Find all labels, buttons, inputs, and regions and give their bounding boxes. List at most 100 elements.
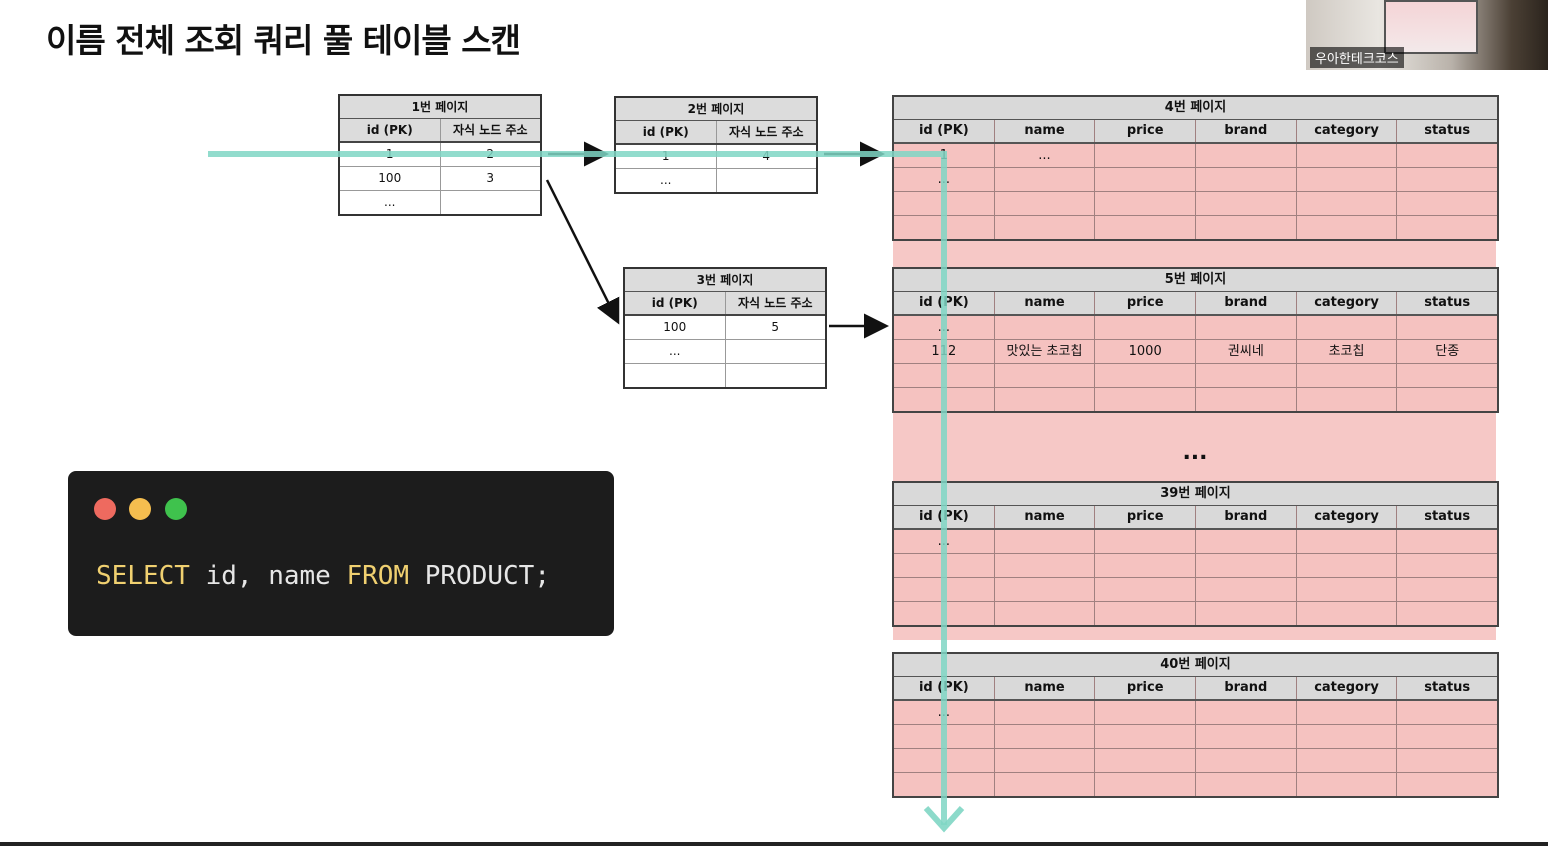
table-cell: 단종 xyxy=(1435,344,1460,359)
table-cell: ... xyxy=(340,191,441,214)
column-header: name xyxy=(995,506,1096,528)
scan-path-line xyxy=(208,151,947,825)
table-cell xyxy=(995,364,1096,387)
table-cell xyxy=(1095,554,1197,577)
table-cell: 권씨네 xyxy=(1196,340,1297,363)
table-cell xyxy=(894,554,995,577)
column-header: price xyxy=(1095,506,1197,528)
table-cell xyxy=(1297,192,1398,215)
column-header: 자식 노드 주소 xyxy=(728,125,804,139)
table-cell xyxy=(1196,144,1297,167)
table-cell xyxy=(995,773,1096,796)
table-cell xyxy=(1196,578,1297,601)
webcam-background-screen xyxy=(1384,0,1478,54)
index-page-2: 2번 페이지 id (PK) 자식 노드 주소 1 4 ... xyxy=(614,96,818,194)
table-row xyxy=(894,388,1497,411)
table-cell: 5 xyxy=(771,320,780,334)
table-cell xyxy=(1196,725,1297,748)
column-header: category xyxy=(1297,506,1398,528)
table-cell xyxy=(1095,216,1197,239)
table-cell xyxy=(995,701,1096,724)
table-row xyxy=(894,216,1497,239)
table-row xyxy=(894,578,1497,602)
page-caption: 3번 페이지 xyxy=(625,269,825,292)
table-cell xyxy=(1095,364,1197,387)
table-cell xyxy=(894,388,995,411)
close-dot-icon xyxy=(94,498,116,520)
leaf-page-39: 39번 페이지 id (PK) name price brand categor… xyxy=(892,481,1499,627)
table-cell xyxy=(995,749,1096,772)
table-cell: 3 xyxy=(486,171,495,185)
table-cell xyxy=(1095,602,1197,625)
table-cell xyxy=(1095,388,1197,411)
table-row: 112 맛있는 초코칩 1000 권씨네 초코칩 단종 xyxy=(894,340,1497,364)
maximize-dot-icon xyxy=(165,498,187,520)
leaf-page-4: 4번 페이지 id (PK) name price brand category… xyxy=(892,95,1499,241)
column-header: category xyxy=(1297,292,1398,314)
table-cell xyxy=(1095,578,1197,601)
sql-keyword: SELECT xyxy=(96,561,190,591)
table-cell: 초코칩 xyxy=(1297,340,1398,363)
column-header: id (PK) xyxy=(616,121,717,143)
table-row: ... xyxy=(625,340,825,364)
table-cell xyxy=(1095,749,1197,772)
table-cell xyxy=(1297,701,1398,724)
column-header: category xyxy=(1297,120,1398,142)
table-cell xyxy=(1297,578,1398,601)
column-header: status xyxy=(1424,295,1471,310)
table-cell xyxy=(995,168,1096,191)
sql-text: id, name xyxy=(189,561,347,591)
table-row xyxy=(894,192,1497,216)
table-cell xyxy=(894,725,995,748)
webcam-overlay: 우아한테크코스 xyxy=(1306,0,1548,70)
table-cell xyxy=(1095,168,1197,191)
column-header: status xyxy=(1424,509,1471,524)
table-cell xyxy=(1297,530,1398,553)
table-cell xyxy=(1196,364,1297,387)
table-cell xyxy=(1196,602,1297,625)
table-cell xyxy=(1297,168,1398,191)
table-cell xyxy=(995,192,1096,215)
table-row xyxy=(625,364,825,387)
table-cell xyxy=(995,554,1096,577)
table-cell xyxy=(995,530,1096,553)
table-cell xyxy=(894,749,995,772)
page-title: 이름 전체 조회 쿼리 풀 테이블 스캔 xyxy=(46,21,521,60)
table-cell xyxy=(1196,530,1297,553)
table-cell xyxy=(1196,316,1297,339)
table-cell xyxy=(995,388,1096,411)
page-caption: 2번 페이지 xyxy=(616,98,816,121)
table-cell xyxy=(1095,144,1197,167)
table-cell xyxy=(995,578,1096,601)
table-cell xyxy=(995,216,1096,239)
column-header: name xyxy=(995,120,1096,142)
column-header: name xyxy=(995,292,1096,314)
sql-query: SELECT id, name FROM PRODUCT; xyxy=(96,561,550,591)
table-cell xyxy=(1297,602,1398,625)
webcam-label: 우아한테크코스 xyxy=(1310,47,1404,68)
column-header: price xyxy=(1095,677,1197,699)
column-header: brand xyxy=(1196,120,1297,142)
table-row: ... xyxy=(340,191,540,214)
bottom-border xyxy=(0,842,1548,846)
table-cell xyxy=(894,578,995,601)
table-cell: ... xyxy=(995,144,1096,167)
column-header: id (PK) xyxy=(340,119,441,141)
pointer-arrow xyxy=(545,179,620,325)
table-row xyxy=(894,749,1497,773)
table-row: ... xyxy=(616,169,816,192)
column-header: brand xyxy=(1196,677,1297,699)
table-cell xyxy=(1297,388,1398,411)
table-cell xyxy=(1095,316,1197,339)
table-row xyxy=(894,773,1497,796)
table-cell xyxy=(1095,701,1197,724)
table-cell xyxy=(894,364,995,387)
column-header: brand xyxy=(1196,506,1297,528)
page-caption: 4번 페이지 xyxy=(894,97,1497,120)
column-header: 자식 노드 주소 xyxy=(737,296,813,310)
table-cell xyxy=(1196,554,1297,577)
table-cell xyxy=(1297,216,1398,239)
table-cell xyxy=(1196,749,1297,772)
table-cell: 100 xyxy=(625,316,726,339)
column-header: brand xyxy=(1196,292,1297,314)
